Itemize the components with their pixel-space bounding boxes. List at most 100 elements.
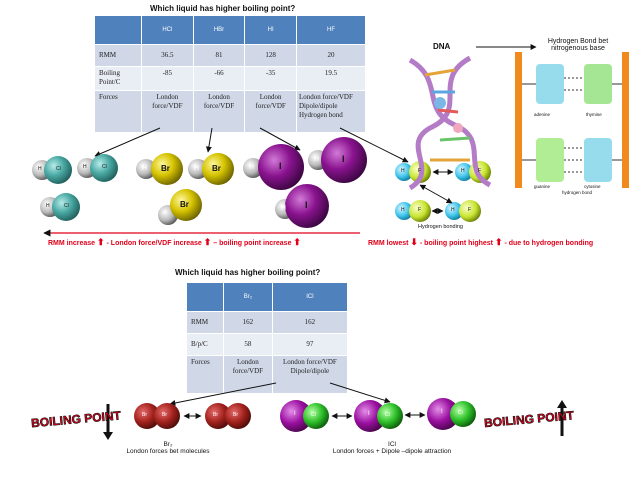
dna-label: DNA <box>433 42 451 51</box>
table-cell: London force/VDF Dipole/dipole <box>271 355 349 394</box>
hydrogen-bond-arrow <box>419 184 453 204</box>
icl-molecule <box>280 400 329 432</box>
table-cell: 128 <box>244 44 297 67</box>
atom-label-i: I <box>342 154 345 164</box>
atom-label-h: H <box>83 164 87 170</box>
trend-rmm: RMM increase <box>48 240 96 247</box>
base-label: guanine <box>534 184 551 189</box>
atom-label-i: I <box>441 409 443 415</box>
table-header-cell: Br₂ <box>223 282 273 312</box>
hi-molecule <box>275 184 329 228</box>
atom-label-h: H <box>38 166 42 172</box>
hbr-molecule <box>158 189 202 225</box>
br2-caption: Br₂ London forces bet molecules <box>118 441 218 455</box>
icl-caption-desc: London forces + Dipole –dipole attractio… <box>332 448 452 455</box>
trend-text: RMM increase ⬆ - London force/VDF increa… <box>48 237 301 248</box>
hcl-molecule <box>77 154 118 182</box>
atom-label-f: F <box>418 207 422 213</box>
br2-caption-desc: London forces bet molecules <box>126 448 210 455</box>
row-label-boiling-point: Boiling Point/C <box>94 66 142 91</box>
arrow-br2 <box>169 382 277 406</box>
table-header-cell: HI <box>244 15 297 45</box>
atom-label-cl: Cl <box>311 412 316 418</box>
icl-molecule <box>354 400 403 432</box>
atom-label-f: F <box>478 168 482 174</box>
base-label: thymine <box>586 112 602 117</box>
atom-label-br: Br <box>213 412 218 418</box>
atom-label-br: Br <box>162 412 167 418</box>
row-label-forces: Forces <box>94 90 142 133</box>
top-table-title: Which liquid has higher boiling point? <box>150 4 296 13</box>
hf-molecule <box>445 200 481 222</box>
table-cell: 20 <box>296 44 366 67</box>
atom-label-cl: Cl <box>458 410 463 416</box>
hi-molecule <box>308 137 367 183</box>
atom-label-h: H <box>281 205 287 212</box>
icl-molecule <box>427 398 476 430</box>
atom-label-br: Br <box>142 412 147 418</box>
atom-label-br: Br <box>161 164 170 173</box>
table-header-cell: HF <box>296 15 366 45</box>
base-label: adenine <box>534 112 551 117</box>
table-cell: London force/VDF <box>223 355 273 394</box>
hf-bp-highest: - boiling point highest <box>419 240 494 247</box>
hbr-molecule <box>188 153 234 185</box>
atom-label-i: I <box>279 161 282 171</box>
arrow-icl <box>329 382 391 404</box>
hf-explanation-text: RMM lowest ⬇ - boiling point highest ⬆ -… <box>368 237 593 248</box>
hydrogen-bonding-label: Hydrogen bonding <box>418 224 463 230</box>
trend-london: - London force/VDF increase <box>106 240 202 247</box>
atom-label-cl: Cl <box>102 164 107 170</box>
table-header-cell: HBr <box>192 15 246 45</box>
bottom-table-title: Which liquid has higher boiling point? <box>175 268 321 277</box>
hcl-molecule <box>32 156 72 184</box>
atom-label-i: I <box>305 200 308 210</box>
hbr-molecule <box>136 153 183 185</box>
arrow-hf <box>339 127 409 163</box>
hf-molecule <box>395 200 431 222</box>
atom-label-h: H <box>46 203 50 209</box>
table-header-cell <box>186 282 224 312</box>
hi-molecule <box>243 144 304 190</box>
down-arrow-icon: ⬇ <box>410 237 418 247</box>
trend-boiling: – boiling point increase <box>213 240 292 247</box>
table-header-cell <box>94 15 142 45</box>
table-cell: -85 <box>141 66 194 91</box>
dna-helix-image <box>408 55 492 191</box>
arrow-hcl <box>94 127 161 157</box>
arrow-hi <box>259 127 301 151</box>
table-header-cell: ICl <box>271 282 349 312</box>
atom-label-cl: Cl <box>64 203 69 209</box>
br2-molecule <box>134 403 180 429</box>
atom-label-h: H <box>142 165 148 172</box>
atom-label-f: F <box>418 168 422 174</box>
bottom-comparison-table: Br₂ ICl RMM 162 162 B/p/C 58 97 Forces L… <box>186 282 349 394</box>
atom-label-h: H <box>249 164 255 171</box>
hydrogen-bond-title: Hydrogen Bond bet nitrogenous base <box>547 38 609 52</box>
atom-label-i: I <box>294 411 296 417</box>
up-arrow-icon: ⬆ <box>97 237 105 247</box>
table-cell: London force/VDF <box>192 90 246 133</box>
atom-label-h: H <box>194 165 200 172</box>
hydrogen-bond-small-label: hydrogen bond <box>562 190 593 195</box>
atom-label-br: Br <box>212 164 221 173</box>
atom-label-br: Br <box>233 412 238 418</box>
br2-caption-formula: Br₂ <box>163 441 173 448</box>
atom-label-h: H <box>451 207 455 213</box>
atom-label-i: I <box>368 411 370 417</box>
hcl-molecule <box>40 193 80 221</box>
table-cell: -66 <box>192 66 246 91</box>
atom-label-h: H <box>314 156 320 163</box>
atom-label-h: H <box>401 168 405 174</box>
icl-caption-formula: ICl <box>388 441 396 448</box>
atom-label-br: Br <box>180 200 189 209</box>
br2-molecule <box>205 403 251 429</box>
table-cell: 162 <box>223 311 273 334</box>
atom-label-h: H <box>401 207 405 213</box>
atom-label-h: H <box>461 168 465 174</box>
icl-caption: ICl London forces + Dipole –dipole attra… <box>322 441 462 455</box>
hf-rmm-lowest: RMM lowest <box>368 240 409 247</box>
up-arrow-icon: ⬆ <box>203 237 212 247</box>
up-arrow-icon: ⬆ <box>293 237 301 247</box>
